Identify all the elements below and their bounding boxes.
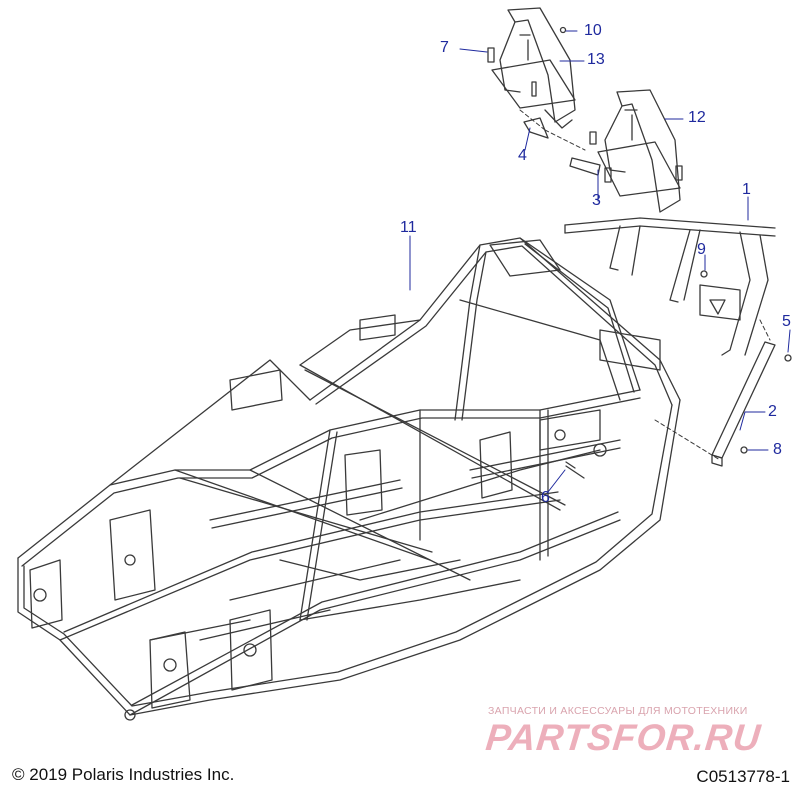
diagram-code: C0513778-1: [696, 767, 790, 786]
callout-6: 6: [541, 489, 550, 506]
callout-11: 11: [400, 219, 417, 236]
callout-12: 12: [688, 109, 706, 126]
assembly-lines: [519, 109, 771, 461]
callout-13: 13: [587, 51, 605, 68]
bolts: [487, 26, 792, 479]
leader-lines: [409, 30, 791, 493]
callout-8: 8: [773, 441, 782, 458]
grab-handle-upper: [491, 7, 576, 129]
callout-1: 1: [742, 181, 751, 198]
callout-3: 3: [592, 192, 601, 209]
callout-9: 9: [697, 241, 706, 258]
callout-10: 10: [584, 22, 602, 39]
callout-7: 7: [440, 39, 449, 56]
copyright-text: © 2019 Polaris Industries Inc.: [12, 765, 235, 784]
clip-parts: [523, 117, 601, 176]
watermark-tagline: ЗАПЧАСТИ И АКСЕССУАРЫ ДЛЯ МОТОТЕХНИКИ: [488, 705, 748, 717]
grab-handle-lower: [597, 89, 681, 213]
watermark-logo: PARTSFOR.RU: [483, 717, 764, 758]
rear-frame-member: [564, 217, 776, 356]
main-frame: [17, 237, 681, 721]
side-support: [711, 341, 776, 467]
callout-5: 5: [782, 313, 791, 330]
callout-2: 2: [768, 403, 777, 420]
callout-4: 4: [518, 147, 527, 164]
